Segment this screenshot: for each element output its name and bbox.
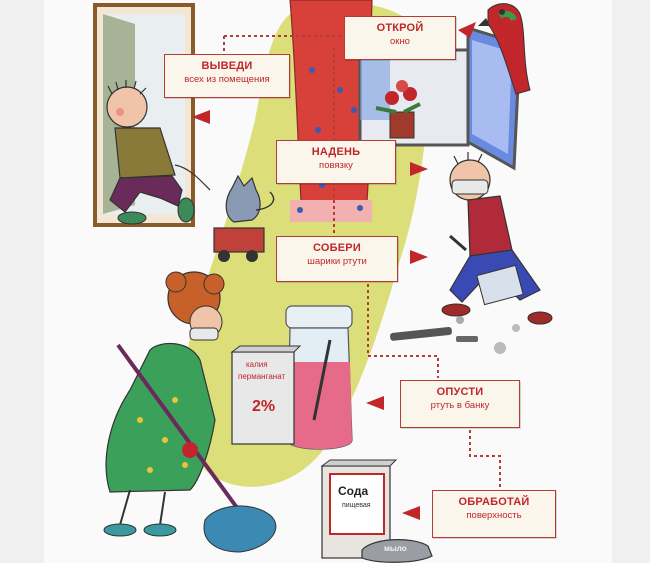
step-put-in-jar: ОПУСТИ ртуть в банку — [400, 380, 520, 428]
step-treat-surface: ОБРАБОТАЙ поверхность — [432, 490, 556, 538]
permanganate-percent: 2% — [252, 398, 276, 415]
arrow-to-soda — [402, 506, 420, 520]
step-subtitle: повязку — [319, 160, 353, 171]
step-wear-mask: НАДЕНЬ повязку — [276, 140, 396, 184]
step-subtitle: ртуть в банку — [430, 400, 490, 411]
left-margin — [0, 0, 44, 563]
arrow-to-window — [458, 22, 476, 38]
arrow-to-masked-man — [410, 162, 428, 176]
right-margin — [612, 0, 650, 563]
step-evacuate: ВЫВЕДИ всех из помещения — [164, 54, 290, 98]
arrow-to-door — [192, 110, 210, 124]
step-title: СОБЕРИ — [313, 242, 361, 254]
step-title: НАДЕНЬ — [311, 146, 361, 158]
step-subtitle: поверхность — [466, 510, 522, 521]
cat-figure — [213, 174, 275, 262]
jar — [285, 305, 353, 450]
connector-lines — [223, 35, 501, 490]
soda-title: Сода — [338, 484, 369, 498]
step-title: ОБРАБОТАЙ — [458, 496, 530, 508]
masked-man-figure — [441, 152, 553, 354]
permanganate-label-line1: калия — [246, 360, 268, 369]
flower-pot — [375, 80, 421, 139]
step-subtitle: окно — [390, 36, 410, 47]
arrow-to-jar — [366, 396, 384, 410]
step-subtitle: всех из помещения — [184, 74, 270, 85]
step-title: ОТКРОЙ — [376, 22, 424, 34]
arrow-to-mercury — [410, 250, 428, 264]
soap-label: мыло — [384, 544, 407, 553]
woman-cleaning-figure — [103, 271, 277, 553]
soap-bar — [361, 539, 433, 563]
permanganate-label-line2: перманганат — [238, 372, 286, 381]
man-leaving-figure — [106, 80, 211, 225]
broken-thermometer — [390, 326, 478, 342]
step-title: ВЫВЕДИ — [201, 60, 253, 72]
permanganate-box — [230, 345, 302, 445]
step-subtitle: шарики ртути — [307, 256, 367, 267]
soda-subtitle: пищевая — [342, 502, 371, 509]
step-open-window: ОТКРОЙ окно — [344, 16, 456, 60]
soda-box — [320, 459, 398, 559]
step-collect-mercury: СОБЕРИ шарики ртути — [276, 236, 398, 282]
red-arrows — [192, 22, 476, 520]
step-title: ОПУСТИ — [436, 386, 484, 398]
parrot — [478, 3, 531, 95]
